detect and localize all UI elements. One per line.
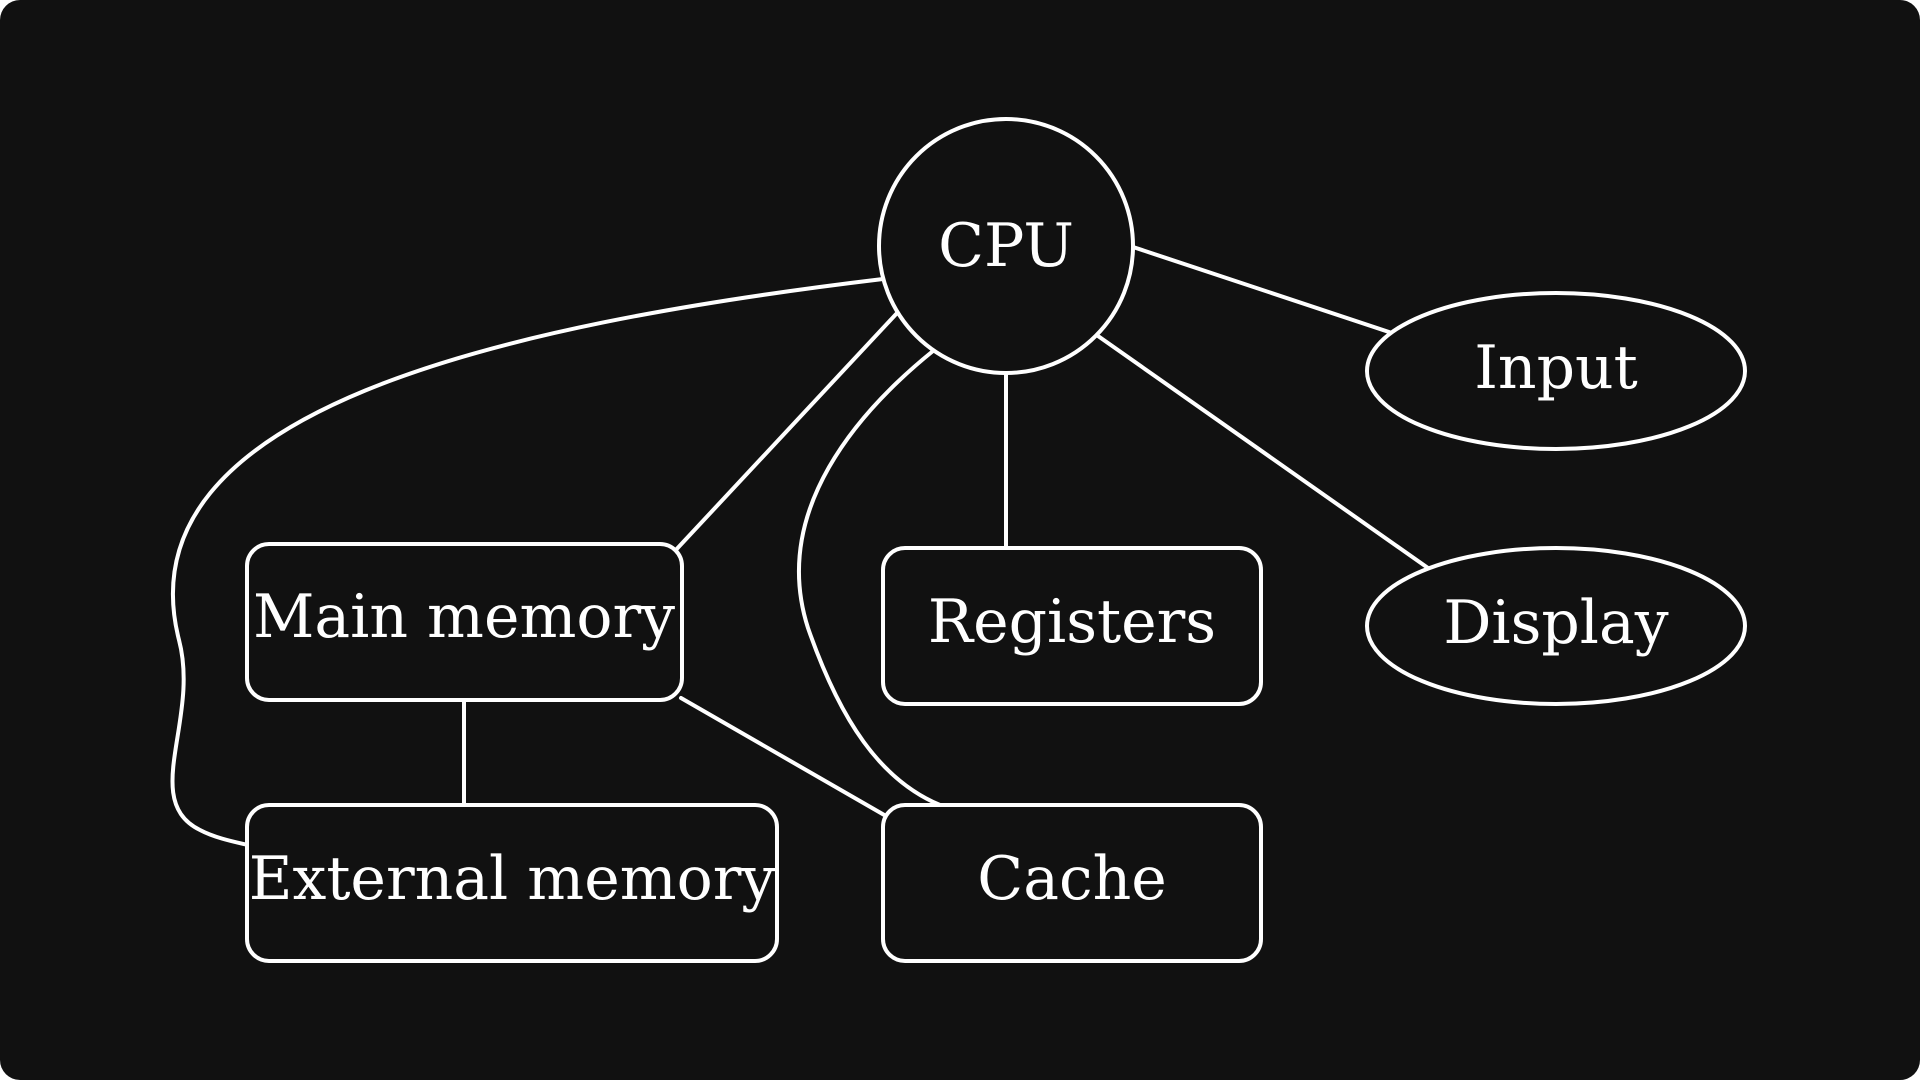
registers-node-label: Registers [928,587,1216,657]
registers-node-shape [881,546,1263,706]
main-memory-node-label: Main memory [253,582,675,652]
external-memory-node-shape [245,803,779,963]
node-main-memory: Main memory [245,542,684,702]
node-registers: Registers [881,546,1263,706]
input-node-shape [1365,291,1747,451]
cache-node-shape [881,803,1263,963]
external-memory-node-label: External memory [249,844,776,914]
input-node-label: Input [1474,333,1638,403]
edge-cpu-input [1131,245,1394,335]
node-cpu: CPU [877,117,1135,375]
node-cache: Cache [881,803,1263,963]
edge-cpu-main-memory [671,310,900,555]
cpu-node-shape [877,117,1135,375]
cpu-node-label: CPU [938,211,1074,281]
edge-cpu-cache [797,349,942,807]
edges-layer [170,245,1430,847]
node-display: Display [1365,546,1747,706]
node-external-memory: External memory [245,803,779,963]
nodes-layer: CPU Input Display Main memory Registers [245,117,1747,963]
node-input: Input [1365,291,1747,451]
edge-cpu-display [1096,334,1430,570]
cache-node-label: Cache [977,844,1166,914]
edge-cpu-external-memory [170,277,885,847]
display-node-label: Display [1443,588,1668,658]
edge-main-memory-cache [679,696,888,818]
main-memory-node-shape [245,542,684,702]
display-node-shape [1365,546,1747,706]
